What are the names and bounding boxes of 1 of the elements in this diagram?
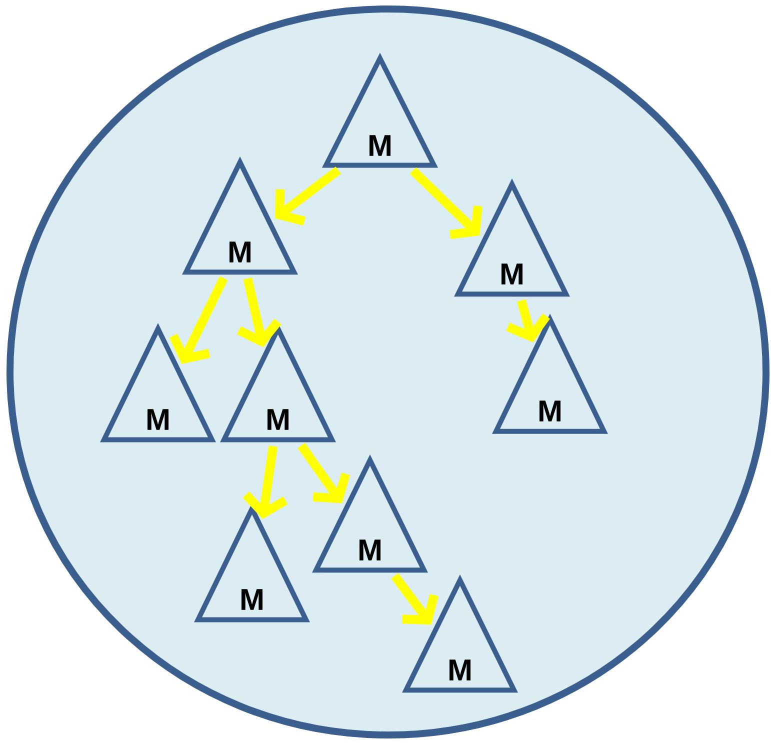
arrow	[410, 167, 482, 240]
